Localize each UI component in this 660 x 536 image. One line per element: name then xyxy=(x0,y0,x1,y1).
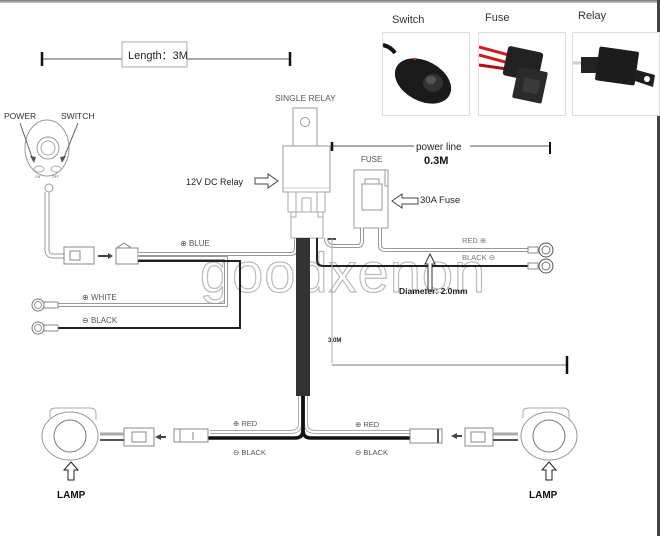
length-label: Length：3M xyxy=(128,50,188,62)
fuse-photo xyxy=(478,32,566,116)
left-red-label: ⊕ RED xyxy=(233,419,258,428)
fuse: FUSE 30A Fuse xyxy=(353,155,460,229)
relay-photo-icon xyxy=(573,46,655,87)
power-label: POWER xyxy=(4,111,36,121)
diameter-label: Diameter: 2.0mm xyxy=(399,286,468,296)
fuse-title: FUSE xyxy=(361,155,382,164)
power-line-scale: power line 0.3M xyxy=(330,139,551,167)
battery-wiring: RED ⊕ BLACK ⊖ Diameter: 2.0mm 3.0M xyxy=(316,228,569,374)
right-red-label: ⊕ RED xyxy=(355,420,380,429)
white-wire-label: ⊕ WHITE xyxy=(82,293,117,302)
fuse-photo-icon xyxy=(479,45,548,104)
right-lamp-arrow-icon xyxy=(540,461,558,481)
fuse-callout: 30A Fuse xyxy=(420,195,460,206)
black-switch-wire-label: ⊖ BLACK xyxy=(82,316,118,325)
relay-callout: 12V DC Relay xyxy=(186,177,244,187)
blue-wire-label: ⊕ BLUE xyxy=(180,239,210,248)
left-lamp: ⊕ RED ⊖ BLACK LAMP xyxy=(41,407,266,501)
photo-label-switch: Switch xyxy=(392,14,425,26)
left-lamp-label: LAMP xyxy=(57,490,86,501)
right-lamp-label: LAMP xyxy=(529,490,558,501)
switch-photo-icon xyxy=(383,43,452,104)
switch-photo xyxy=(382,32,470,116)
relay-title: SINGLE RELAY xyxy=(275,93,336,103)
power-switch: POWER SWITCH ON OFF xyxy=(4,111,139,265)
black-battery-label: BLACK ⊖ xyxy=(462,253,495,262)
relay-callout-arrow-icon xyxy=(254,173,279,189)
right-lamp: ⊕ RED ⊖ BLACK LAMP xyxy=(355,407,578,501)
off-label: OFF xyxy=(52,175,59,179)
switch-wiring: ⊕ BLUE ⊕ WHITE ⊖ BLACK xyxy=(31,238,298,335)
trunk-length-label: 3.0M xyxy=(328,338,341,344)
left-lamp-arrow-icon xyxy=(62,461,80,481)
left-black-label: ⊖ BLACK xyxy=(233,448,266,457)
main-trunk xyxy=(206,238,412,440)
right-border xyxy=(657,0,660,536)
relay-photo xyxy=(572,32,660,116)
top-border xyxy=(0,0,660,3)
on-label: ON xyxy=(35,175,41,179)
length-scale: Length：3M xyxy=(40,41,292,68)
red-battery-label: RED ⊕ xyxy=(462,236,486,245)
switch-label: SWITCH xyxy=(61,111,95,121)
right-connector-arrow-icon xyxy=(451,433,457,439)
power-line-label: power line xyxy=(416,142,462,153)
power-line-length: 0.3M xyxy=(424,155,448,167)
fuse-callout-arrow-icon xyxy=(391,193,419,209)
photo-label-fuse: Fuse xyxy=(485,12,510,24)
right-black-label: ⊖ BLACK xyxy=(355,448,388,457)
photo-label-relay: Relay xyxy=(578,10,607,22)
diameter-arrow-icon xyxy=(424,252,436,291)
left-connector-arrow-icon xyxy=(155,434,161,440)
relay: SINGLE RELAY 12V DC Relay xyxy=(186,93,336,239)
